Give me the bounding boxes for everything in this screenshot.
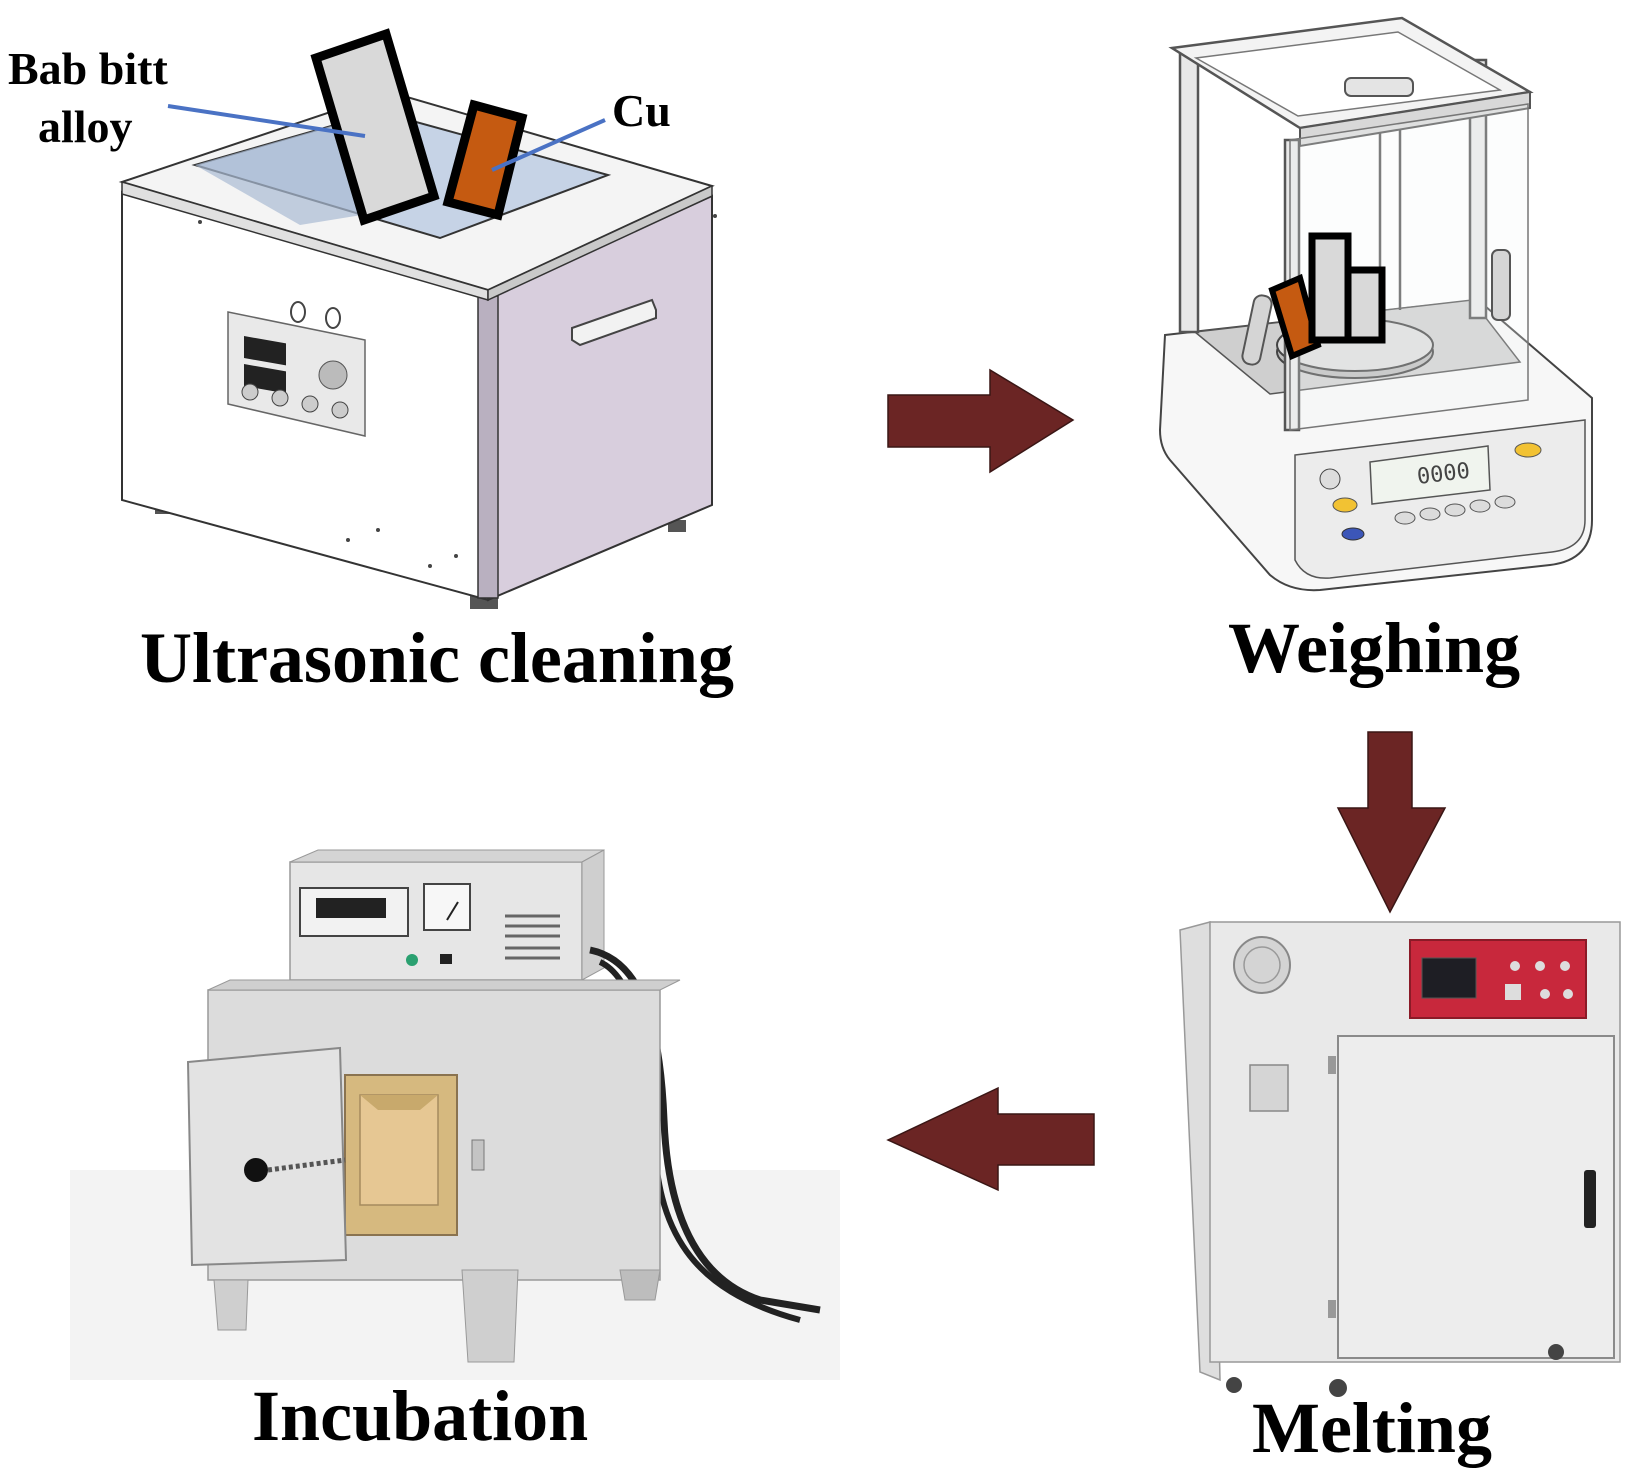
babbitt-alloy-label-line2: alloy (38, 100, 133, 152)
babbitt-alloy-label-line1: Bab bitt (8, 43, 168, 94)
muffle-furnace-illustration (70, 849, 840, 1380)
cu-callout-line (491, 118, 606, 172)
weighed-cu-sample (1268, 273, 1322, 361)
cu-sample (442, 99, 528, 221)
babbitt-alloy-sample (310, 28, 440, 226)
arrow-down (1336, 731, 1447, 914)
babbitt-callout-line (167, 104, 366, 138)
analytical-balance-illustration: 0000 (1158, 16, 1593, 592)
melting-oven-illustration (1179, 921, 1621, 1397)
incubation-label: Incubation (252, 1376, 589, 1456)
arrow-left (886, 1086, 1095, 1192)
melting-label: Melting (1252, 1388, 1492, 1468)
babbitt-alloy-label: Bab bitt alloy (8, 40, 168, 155)
weighing-label: Weighing (1228, 608, 1521, 688)
arrow-right (887, 368, 1075, 474)
cu-label: Cu (612, 85, 671, 136)
ultrasonic-cleaning-label: Ultrasonic cleaning (140, 618, 734, 698)
weighed-babbitt-samples (1308, 232, 1386, 344)
